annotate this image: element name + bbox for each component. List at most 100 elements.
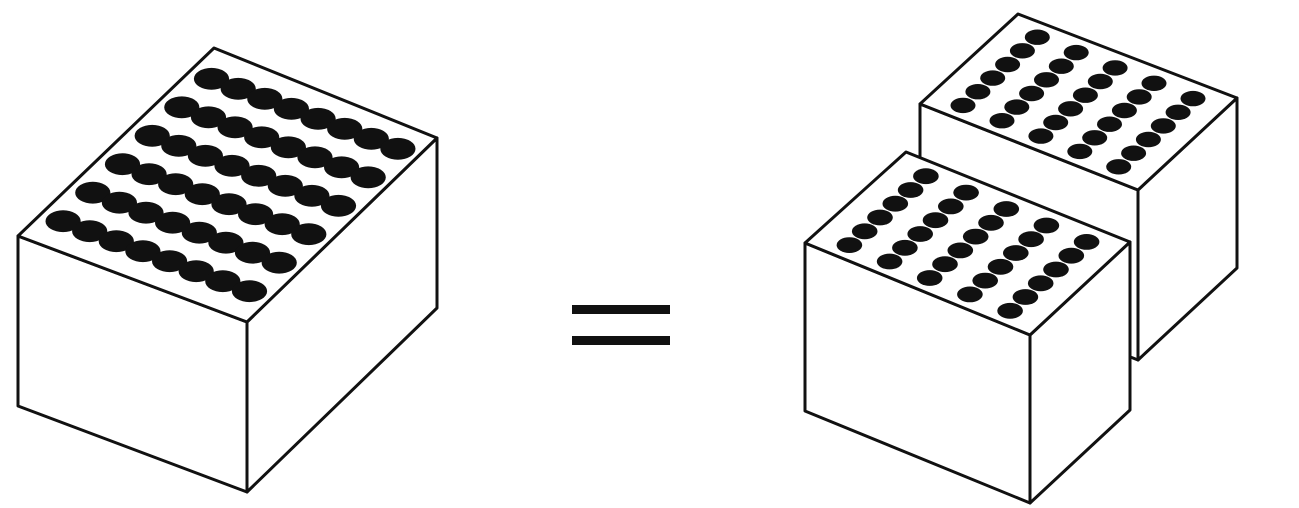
hole [913,168,939,185]
hole [350,166,386,189]
hole [205,270,241,293]
hole [1048,58,1074,74]
hole [234,241,271,264]
hole [932,256,958,273]
hole [922,212,949,229]
hole [1106,159,1132,175]
hole [211,193,247,216]
hole [1058,101,1084,117]
hole [897,182,924,198]
hole [45,210,81,233]
hole [231,280,268,303]
hole [187,144,223,167]
hole [380,137,416,160]
hole [217,116,253,139]
hole [997,302,1023,319]
hole [1087,73,1113,90]
hole [1072,87,1098,103]
hole [244,126,280,149]
hole [950,97,976,114]
hole [1180,90,1206,107]
hole [876,253,903,270]
hole [273,97,309,120]
hole [327,117,363,140]
hole [1097,116,1122,132]
hole [987,258,1014,275]
hole [972,272,998,289]
hole [1067,143,1093,160]
hole [353,127,389,150]
equals-bar-top [572,305,670,314]
hole [261,251,297,274]
hole [134,124,170,147]
hole [181,221,217,244]
hole [1058,247,1085,264]
hole [320,194,357,217]
hole [155,211,191,234]
hole [193,67,230,90]
equals-sign [572,305,670,345]
hole [324,156,360,179]
hole [836,237,863,254]
hole [161,134,197,157]
hole [1018,231,1044,248]
hole [995,56,1021,73]
hole [1012,289,1039,305]
hole [128,201,164,224]
hole [1019,85,1045,102]
hole [190,106,227,129]
hole [98,230,134,253]
hole [978,214,1004,231]
hole [131,163,167,186]
hole [1165,104,1191,121]
hole [158,173,194,196]
hole [938,198,964,215]
hole [184,183,220,206]
hole [267,174,303,197]
hole [916,270,943,286]
hole [247,87,283,110]
hole [965,84,991,100]
hole [101,191,137,214]
hole [75,181,111,204]
hole [882,195,909,212]
hole [104,153,141,176]
hole [962,228,989,245]
hole [297,146,333,169]
hole [241,164,277,187]
hole [989,113,1015,129]
hole [238,203,274,226]
hole [953,184,979,201]
block-top-face [918,12,1239,192]
hole [152,250,188,273]
hole [1082,130,1108,146]
hole [1043,261,1069,278]
hole [1003,245,1029,261]
hole [291,223,327,246]
hole [1073,234,1100,250]
hole [1024,29,1050,45]
right-front-block [803,150,1132,505]
hole [993,201,1020,217]
hole [72,220,108,243]
hole [125,240,161,263]
hole [208,231,244,254]
hole [1102,60,1128,76]
left-large-block [16,46,439,494]
hole [957,286,983,303]
hole [294,184,330,207]
hole [851,223,878,240]
hole [867,209,893,226]
hole [220,77,256,100]
hole [1111,102,1137,119]
hole [1150,118,1176,134]
hole [1033,217,1060,234]
hole [300,107,336,130]
hole [1009,43,1035,59]
hole [1004,99,1030,115]
hole [907,226,933,242]
hole [164,96,200,119]
hole [178,260,214,283]
hole [1135,131,1161,148]
